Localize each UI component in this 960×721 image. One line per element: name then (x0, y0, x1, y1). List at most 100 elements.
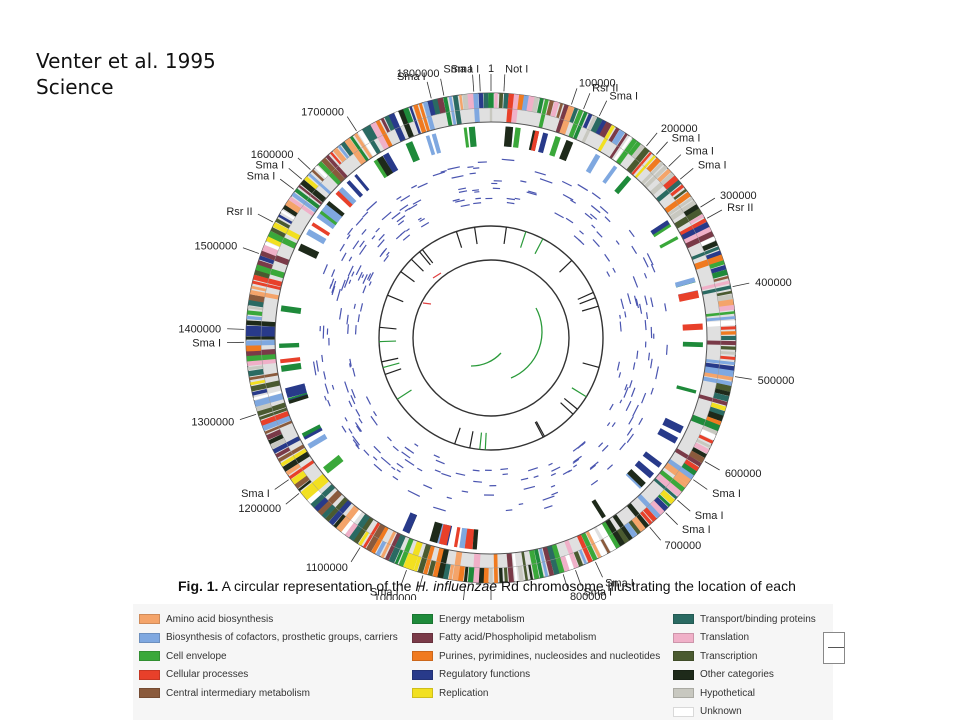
legend-item: Other categories (673, 666, 816, 685)
gene-mark (465, 94, 467, 109)
gene-mark (721, 352, 736, 353)
caption-text-before: A circular representation of the (218, 578, 415, 594)
legend-item: Central intermediary metabolism (139, 684, 398, 703)
legend-item: Amino acid biosynthesis (139, 610, 398, 629)
gene-block (468, 529, 470, 549)
legend-swatch (139, 633, 160, 643)
map-label: Rsr II (727, 202, 753, 214)
gene-mark (509, 94, 511, 123)
operon-dash (473, 168, 479, 169)
outer-ring-inner-edge (275, 122, 707, 554)
label-leader (707, 210, 722, 218)
label-leader (479, 74, 480, 91)
gene-mark (520, 95, 522, 110)
label-leader (286, 493, 299, 504)
legend-swatch (412, 688, 433, 698)
map-label: Sma I (698, 159, 727, 171)
gene-mark (470, 94, 471, 109)
label-leader (646, 133, 657, 146)
legend-swatch (673, 614, 694, 624)
operon-dash (503, 474, 508, 475)
gene-block (279, 345, 299, 346)
legend-item: Unknown (673, 703, 816, 721)
gene-block (683, 344, 703, 345)
label-leader (427, 82, 431, 98)
label-leader (584, 93, 590, 109)
operon-dash (348, 324, 349, 334)
legend-swatch (412, 670, 433, 680)
operon-dash (470, 173, 476, 174)
map-label: Sma I (192, 338, 221, 350)
gene-mark (247, 356, 276, 358)
gene-mark (514, 94, 517, 123)
label-leader (227, 329, 244, 330)
gene-block (281, 366, 301, 369)
label-leader (677, 500, 690, 511)
label-leader (735, 377, 752, 380)
label-leader (275, 480, 289, 490)
label-leader (347, 117, 356, 131)
label-leader (700, 198, 714, 207)
gene-mark (481, 93, 482, 108)
map-label: Not I (505, 63, 528, 75)
gene-block (516, 128, 519, 148)
label-leader (298, 158, 310, 170)
legend-item: Regulatory functions (412, 666, 660, 685)
legend-swatch (673, 633, 694, 643)
gene-block (280, 359, 300, 361)
operon-dash (667, 345, 668, 355)
legend-swatch (412, 614, 433, 624)
gene-mark (525, 96, 527, 111)
label-leader (351, 547, 360, 561)
gene-block (443, 525, 448, 544)
map-label: Sma I (685, 145, 714, 157)
operon-dash (519, 504, 523, 505)
map-label: Sma I (397, 71, 426, 83)
figure-caption: Fig. 1. A circular representation of the… (178, 578, 796, 594)
label-leader (599, 101, 606, 116)
gene-block (462, 528, 465, 548)
label-leader (669, 155, 681, 167)
gene-mark (248, 367, 263, 369)
legend-column-2: Energy metabolism Fatty acid/Phospholipi… (412, 610, 660, 703)
gene-mark (719, 307, 734, 309)
gene-mark (440, 98, 443, 113)
operon-dash (500, 469, 508, 470)
map-label: Sma I (241, 488, 270, 500)
caption-species: H. influenzae (415, 578, 497, 594)
gene-mark (707, 323, 736, 325)
gene-block (679, 294, 699, 298)
legend-swatch (139, 670, 160, 680)
legend-swatch (673, 688, 694, 698)
legend-swatch (139, 651, 160, 661)
map-label: Sma I (682, 524, 711, 536)
operon-dash (473, 470, 480, 471)
label-leader (656, 142, 667, 155)
label-leader (666, 513, 678, 525)
caption-text-after: Rd chromosome illustrating the location … (497, 578, 796, 594)
gene-block (683, 327, 703, 328)
category-legend: Amino acid biosynthesis Biosynthesis of … (133, 604, 833, 720)
gene-mark (716, 386, 731, 389)
map-label: 1 (488, 63, 494, 75)
gene-mark (249, 302, 264, 304)
label-leader (705, 462, 720, 471)
map-label: Sma I (695, 510, 724, 522)
operon-dash (506, 510, 512, 511)
legend-swatch (412, 651, 433, 661)
operon-dash (620, 315, 621, 319)
legend-swatch (673, 651, 694, 661)
label-leader (595, 562, 602, 577)
label-leader (504, 74, 505, 91)
legend-swatch (139, 688, 160, 698)
map-label: 400000 (755, 277, 792, 289)
gene-mark (246, 333, 275, 334)
gene-mark (246, 348, 261, 349)
legend-column-1: Amino acid biosynthesis Biosynthesis of … (139, 610, 398, 703)
gene-mark (247, 312, 262, 314)
gene-mark (720, 357, 735, 358)
chromosome-rings (246, 93, 736, 583)
gene-mark (247, 317, 262, 318)
legend-item: Cellular processes (139, 666, 398, 685)
gene-mark (721, 348, 736, 349)
